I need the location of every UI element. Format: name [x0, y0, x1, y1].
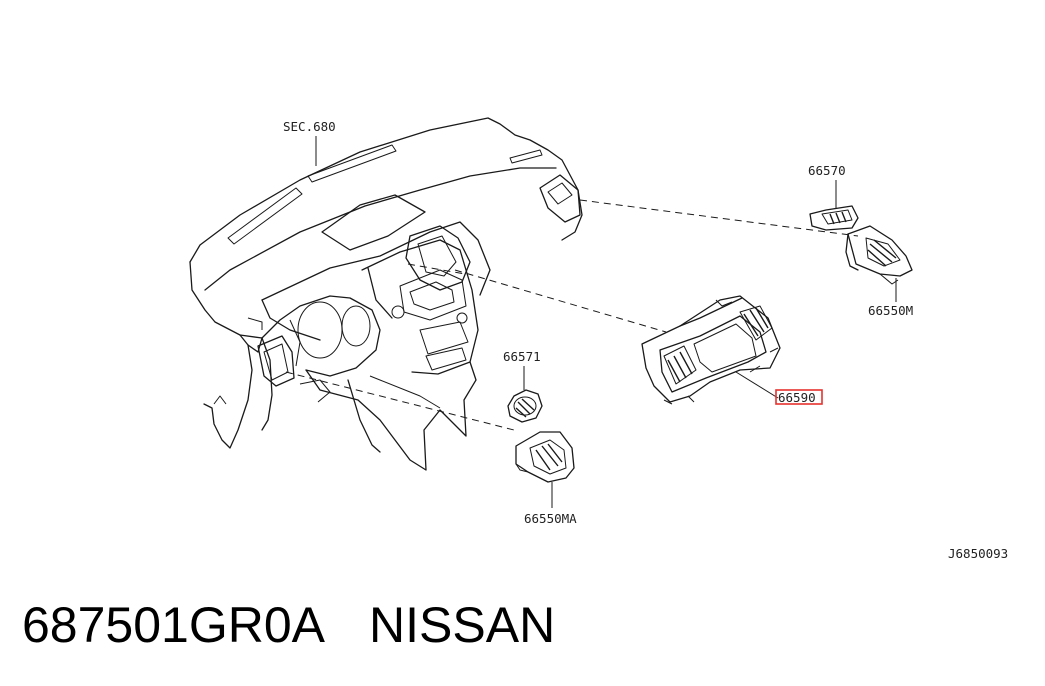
dashboard-drawing: [189, 117, 583, 471]
highlight-box: [775, 389, 823, 405]
clip-left-part[interactable]: [507, 389, 543, 423]
center-vent-part[interactable]: [641, 295, 781, 405]
part-footer: 687501GR0A NISSAN: [22, 596, 555, 654]
callout-sec[interactable]: SEC.680: [283, 119, 336, 134]
callout-leaders: [315, 136, 837, 390]
parts-diagram: SEC.680 66570 66550M 66571 66550MA 66590…: [189, 117, 1008, 561]
clip-right-part[interactable]: [809, 205, 859, 231]
callout-vent-right[interactable]: 66550M: [868, 303, 913, 318]
part-number: 687501GR0A: [22, 597, 326, 653]
callout-center-vent-highlight[interactable]: 66590: [775, 389, 823, 405]
callout-clip-left[interactable]: 66571: [503, 349, 541, 364]
callout-vent-left[interactable]: 66550MA: [524, 511, 577, 526]
vent-left-part[interactable]: [515, 431, 575, 508]
callout-center-vent[interactable]: 66590: [778, 390, 816, 405]
assembly-leaders: [285, 199, 859, 431]
vent-right-part[interactable]: [845, 225, 913, 302]
drawing-id: J6850093: [948, 546, 1008, 561]
brand-name: NISSAN: [369, 597, 556, 653]
callout-clip-right[interactable]: 66570: [808, 163, 846, 178]
